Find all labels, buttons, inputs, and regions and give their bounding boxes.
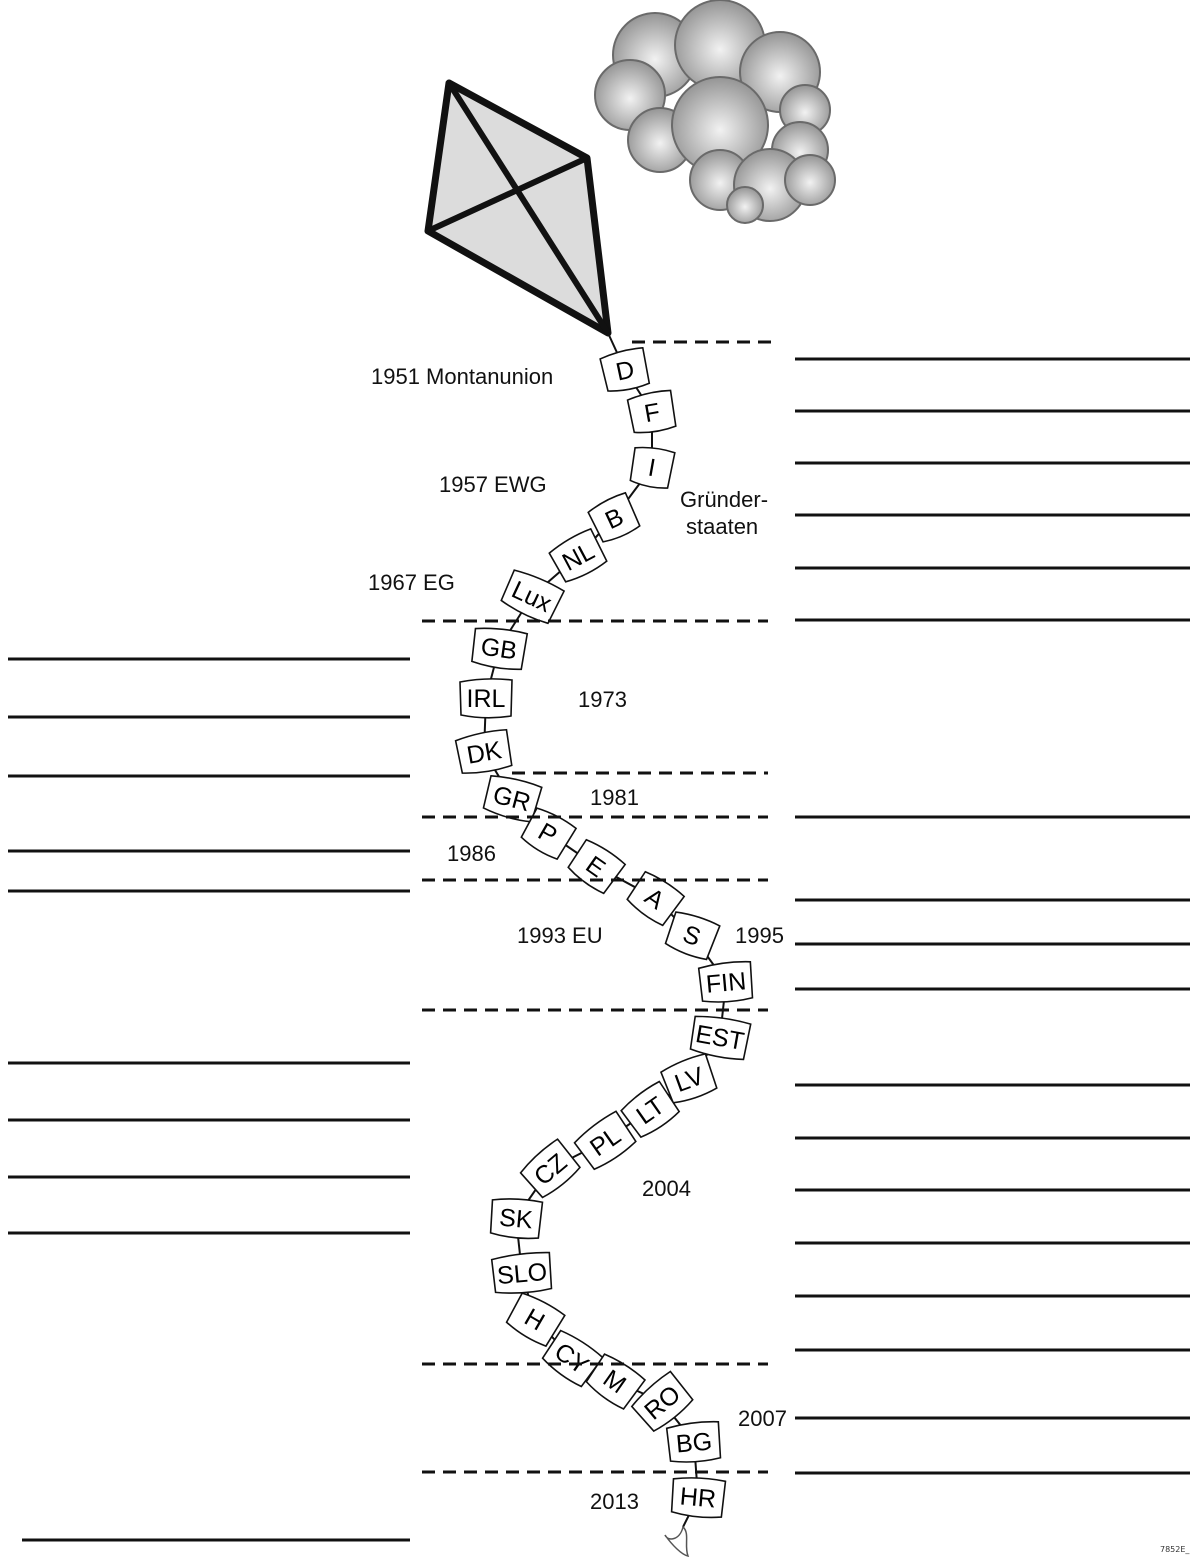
label-1967-eg: 1967 EG	[368, 570, 455, 595]
label-1986: 1986	[447, 841, 496, 866]
country-tag: CZ	[519, 1138, 582, 1200]
label-gruender-line1: Gründer-	[680, 487, 768, 512]
tag-label: BG	[675, 1427, 713, 1458]
country-tag: SK	[489, 1197, 542, 1240]
country-tag: E	[566, 837, 626, 895]
country-tag: BG	[666, 1421, 721, 1464]
timeline-labels: 1951 Montanunion 1957 EWG 1967 EG Gründe…	[368, 364, 1190, 1554]
country-tag: DK	[455, 729, 513, 776]
country-tag: SLO	[491, 1251, 552, 1295]
country-tag: IRL	[460, 679, 512, 718]
tag-label: FIN	[705, 967, 748, 998]
label-1951-montanunion: 1951 Montanunion	[371, 364, 553, 389]
country-tag: D	[600, 347, 651, 394]
label-1973: 1973	[578, 687, 627, 712]
tag-label: SK	[498, 1204, 534, 1235]
cloud-illustration	[595, 0, 835, 223]
answer-lines-right[interactable]	[795, 359, 1190, 1473]
tag-label: SLO	[496, 1258, 548, 1290]
tag-label: GB	[479, 633, 519, 666]
country-tag: S	[664, 909, 721, 961]
label-1981: 1981	[590, 785, 639, 810]
tail-end-bow	[665, 1527, 688, 1556]
country-tag: EST	[689, 1013, 751, 1061]
kite-illustration	[428, 83, 608, 333]
figure-code: 7852E_	[1160, 1545, 1190, 1554]
country-tag: F	[627, 389, 677, 435]
label-1993-eu: 1993 EU	[517, 923, 603, 948]
answer-lines-left[interactable]	[8, 659, 410, 1540]
country-tag: HR	[670, 1476, 725, 1519]
tag-label: DK	[465, 736, 504, 770]
country-tag: I	[629, 445, 675, 490]
country-tag: NL	[548, 528, 609, 585]
label-gruender-line2: staaten	[686, 514, 758, 539]
label-2004: 2004	[642, 1176, 691, 1201]
label-2007: 2007	[738, 1406, 787, 1431]
label-2013: 2013	[590, 1489, 639, 1514]
country-tag: FIN	[698, 961, 753, 1004]
tag-label: IRL	[467, 685, 506, 713]
label-1957-ewg: 1957 EWG	[439, 472, 547, 497]
label-1995: 1995	[735, 923, 784, 948]
tag-label: HR	[679, 1482, 717, 1513]
country-tag: GB	[471, 625, 528, 671]
